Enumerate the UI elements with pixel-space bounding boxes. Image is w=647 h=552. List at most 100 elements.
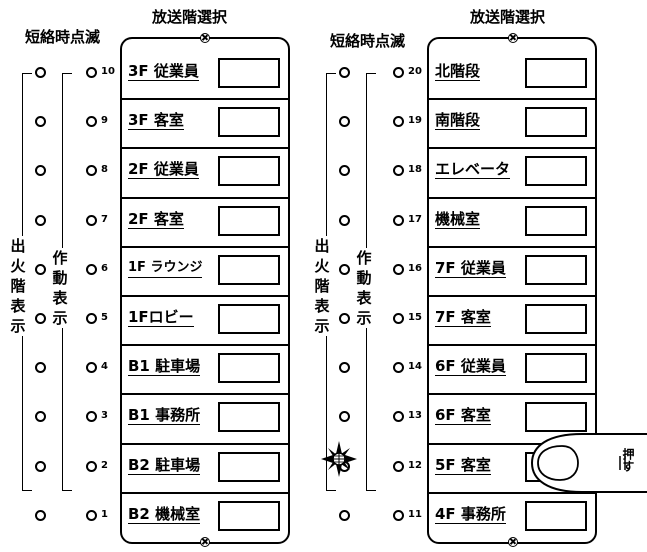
floor-select-button[interactable]	[218, 500, 280, 531]
active-lamp	[86, 165, 97, 177]
active-lamp	[86, 313, 97, 324]
floor-select-button[interactable]	[525, 254, 587, 285]
circuit-number: 15	[408, 312, 422, 323]
screw-icon	[200, 33, 210, 43]
circuit-number: 17	[408, 213, 422, 225]
right-select-header: 放送階選択	[470, 8, 546, 26]
fire-floor-lamp	[339, 362, 350, 374]
floor-select-button[interactable]	[218, 304, 280, 334]
active-lamp	[86, 509, 97, 521]
active-lamp	[393, 165, 404, 177]
press-label: 押す	[621, 448, 635, 472]
active-lamp	[393, 509, 404, 521]
left-select-header: 放送階選択	[152, 8, 228, 26]
floor-select-button[interactable]	[218, 205, 280, 236]
circuit-number: 1	[101, 508, 108, 520]
floor-label: 機械室	[435, 209, 481, 229]
circuit-number: 7	[101, 213, 108, 225]
circuit-number: 8	[101, 164, 108, 176]
circuit-number: 3	[101, 410, 108, 422]
row-divider	[427, 393, 597, 396]
fire-floor-lamp	[339, 509, 350, 521]
active-lamp	[393, 411, 404, 423]
fire-floor-label: 出火階表示	[10, 236, 26, 336]
circuit-number: 12	[408, 459, 422, 471]
circuit-number: 16	[408, 262, 422, 274]
circuit-number: 2	[101, 459, 108, 471]
floor-label: 北階段	[435, 62, 481, 81]
floor-label: 6F 客室	[435, 406, 491, 426]
fire-floor-lamp	[35, 263, 46, 275]
active-label: 作動表示	[52, 248, 68, 328]
starburst-icon	[321, 441, 357, 477]
floor-select-button[interactable]	[525, 402, 587, 433]
fire-floor-lamp	[339, 313, 350, 324]
active-lamp	[86, 116, 97, 128]
active-lamp	[393, 263, 404, 275]
floor-select-button[interactable]	[525, 156, 587, 187]
floor-select-button[interactable]	[218, 107, 280, 138]
floor-select-button[interactable]	[525, 353, 587, 384]
active-lamp	[86, 263, 97, 275]
row-divider	[120, 344, 290, 347]
row-divider	[120, 491, 290, 494]
active-lamp	[393, 116, 404, 128]
circuit-number: 20	[408, 66, 422, 77]
floor-select-button[interactable]	[525, 500, 587, 531]
circuit-number: 14	[408, 361, 422, 373]
row-divider	[427, 98, 597, 101]
row-divider	[427, 442, 597, 445]
row-divider	[427, 147, 597, 150]
active-lamp	[86, 67, 97, 78]
row-divider	[120, 147, 290, 150]
fire-floor-lamp	[339, 263, 350, 275]
fire-floor-lamp	[35, 460, 46, 472]
fire-floor-lamp	[339, 116, 350, 128]
screw-icon	[508, 33, 518, 43]
active-lamp	[393, 214, 404, 226]
row-divider	[427, 196, 597, 199]
active-lamp	[86, 362, 97, 374]
active-lamp	[86, 411, 97, 423]
floor-select-button[interactable]	[218, 402, 280, 433]
fire-floor-lamp	[35, 313, 46, 324]
row-divider	[120, 245, 290, 248]
circuit-number: 13	[408, 410, 422, 422]
floor-label: エレベータ	[435, 160, 511, 180]
floor-select-button[interactable]	[218, 451, 280, 482]
circuit-number: 11	[408, 508, 422, 520]
right-short-header: 短絡時点滅	[330, 32, 406, 50]
floor-select-button[interactable]	[525, 304, 587, 334]
floor-select-button[interactable]	[218, 58, 280, 88]
row-divider	[120, 442, 290, 445]
floor-select-button[interactable]	[218, 156, 280, 187]
fire-floor-lamp	[35, 214, 46, 226]
floor-label: B2 機械室	[128, 504, 201, 524]
circuit-number: 18	[408, 164, 422, 176]
screw-icon	[508, 537, 518, 547]
floor-label: 南階段	[435, 111, 481, 131]
floor-select-button[interactable]	[218, 254, 280, 285]
floor-label: 7F 客室	[435, 308, 491, 327]
floor-select-button[interactable]	[218, 353, 280, 384]
floor-label: 2F 客室	[128, 209, 184, 229]
floor-label: 7F 従業員	[435, 258, 506, 278]
row-divider	[120, 295, 290, 297]
floor-label: 4F 事務所	[435, 504, 506, 524]
floor-label: 5F 客室	[435, 455, 491, 475]
floor-select-button[interactable]	[525, 205, 587, 236]
fire-floor-lamp	[339, 411, 350, 423]
active-lamp	[86, 460, 97, 472]
fire-floor-lamp	[35, 67, 46, 78]
fire-floor-lamp	[35, 411, 46, 423]
fire-floor-lamp	[35, 165, 46, 177]
floor-select-button[interactable]	[525, 107, 587, 138]
row-divider	[120, 196, 290, 199]
active-lamp	[393, 460, 404, 472]
fire-floor-label: 出火階表示	[314, 236, 330, 336]
floor-label: 1Fロビー	[128, 308, 194, 327]
floor-label: 3F 従業員	[128, 62, 199, 81]
fire-floor-lamp	[339, 214, 350, 226]
floor-label: 6F 従業員	[435, 357, 506, 377]
floor-select-button[interactable]	[525, 58, 587, 88]
